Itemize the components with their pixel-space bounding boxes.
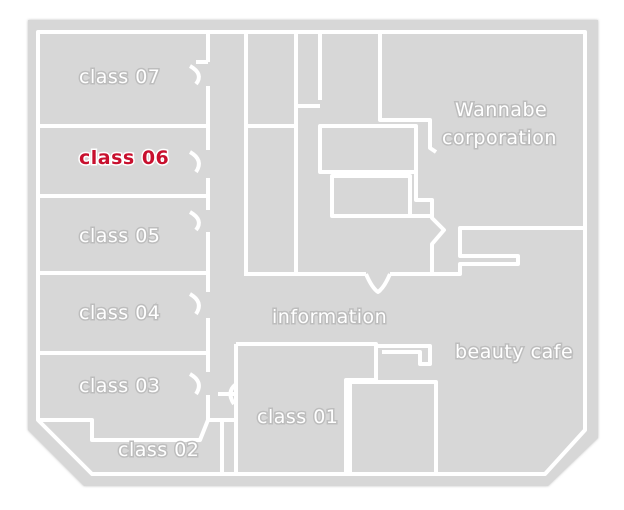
label-corporation[interactable]: corporation xyxy=(441,126,558,151)
walls xyxy=(36,30,587,476)
label-information[interactable]: information xyxy=(271,305,389,330)
label-class-01[interactable]: class 01 xyxy=(256,405,340,430)
label-class-04[interactable]: class 04 xyxy=(78,301,162,326)
label-wannabe[interactable]: Wannabe xyxy=(454,98,549,123)
label-class-03[interactable]: class 03 xyxy=(78,374,162,399)
building-footprint xyxy=(28,20,598,486)
label-class-06[interactable]: class 06 xyxy=(78,146,171,171)
label-class-07[interactable]: class 07 xyxy=(78,65,162,90)
label-class-05[interactable]: class 05 xyxy=(78,224,162,249)
room-labels: class 07 class 06 class 05 class 04 clas… xyxy=(78,65,575,463)
label-beauty-cafe[interactable]: beauty cafe xyxy=(454,340,575,365)
label-class-02[interactable]: class 02 xyxy=(117,438,201,463)
